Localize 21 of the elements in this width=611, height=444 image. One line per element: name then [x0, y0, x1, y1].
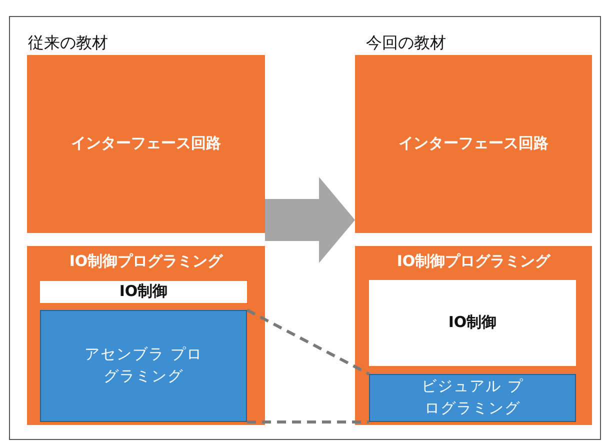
box-label: アセンブラ プログラミング: [84, 344, 204, 387]
box-label: インターフェース回路: [398, 133, 548, 154]
group-box: [27, 246, 265, 425]
column-heading: 今回の教材: [366, 33, 446, 54]
dashed-line: [247, 420, 369, 424]
box-label: IO制御: [119, 281, 168, 302]
text-box: [40, 281, 247, 303]
dashed-line: [246, 308, 370, 376]
box-label: IO制御: [448, 312, 497, 334]
circuit-box: [355, 55, 592, 233]
programming-box: [369, 374, 576, 422]
column-heading: 従来の教材: [28, 33, 108, 54]
group-title: IO制御プログラミング: [69, 251, 223, 272]
box-label: ビジュアル プログラミング: [420, 376, 524, 419]
group-title: IO制御プログラミング: [396, 251, 550, 272]
text-box: [369, 280, 576, 366]
programming-box: [40, 310, 247, 422]
group-box: [355, 246, 592, 425]
circuit-box: [27, 55, 265, 233]
block-arrow: [265, 177, 355, 263]
box-label: インターフェース回路: [71, 133, 221, 154]
